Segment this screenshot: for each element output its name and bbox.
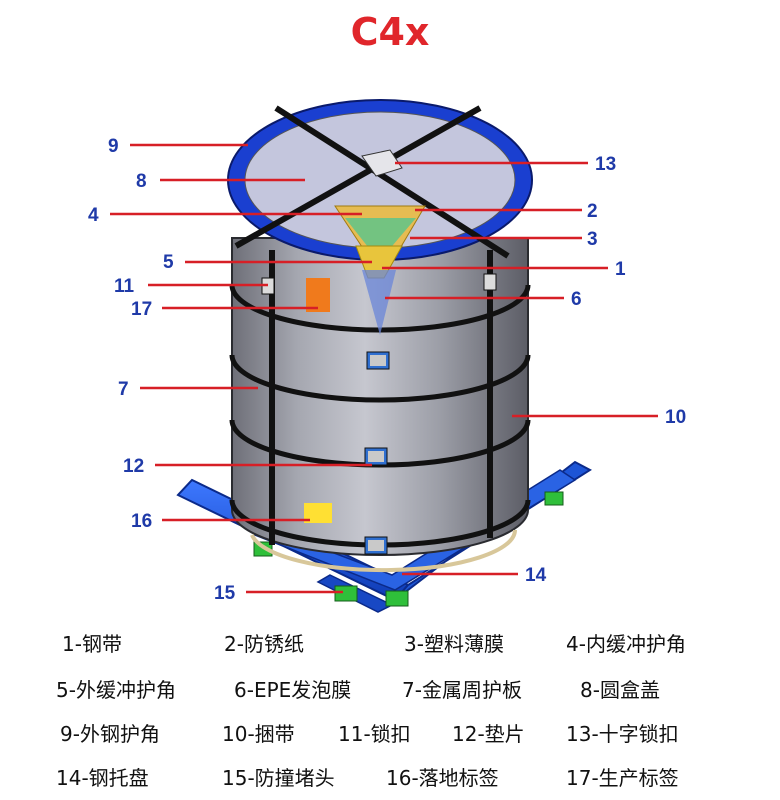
legend-item: 11-锁扣 <box>338 722 411 746</box>
production-label <box>306 278 330 312</box>
legend-item: 10-捆带 <box>222 722 295 746</box>
callout-17: 17 <box>131 299 152 320</box>
legend-item: 7-金属周护板 <box>402 678 522 702</box>
callout-14: 14 <box>525 565 547 586</box>
legend-item: 17-生产标签 <box>566 766 679 790</box>
legend-item: 13-十字锁扣 <box>566 722 679 746</box>
callout-10: 10 <box>665 407 686 428</box>
legend-item: 16-落地标签 <box>386 766 499 790</box>
callout-numbers: 9 8 4 5 11 17 7 12 16 15 13 2 3 1 6 10 1… <box>88 136 686 604</box>
callout-12: 12 <box>123 456 144 477</box>
legend-item: 12-垫片 <box>452 722 525 746</box>
callout-8: 8 <box>136 171 147 192</box>
callout-2: 2 <box>587 201 598 222</box>
legend-item: 14-钢托盘 <box>56 766 149 790</box>
legend-item: 4-内缓冲护角 <box>566 632 686 656</box>
callout-5: 5 <box>163 252 174 273</box>
callout-15: 15 <box>214 583 236 604</box>
callout-4: 4 <box>88 205 99 226</box>
legend-item: 1-钢带 <box>62 632 122 656</box>
diagram-title: C4x <box>350 10 430 54</box>
leader-lines <box>110 143 658 594</box>
floor-label <box>304 503 332 523</box>
callout-9: 9 <box>108 136 119 157</box>
callout-13: 13 <box>595 154 616 175</box>
legend-item: 5-外缓冲护角 <box>56 678 176 702</box>
legend-item: 15-防撞堵头 <box>222 766 335 790</box>
callout-11: 11 <box>114 276 135 297</box>
callout-16: 16 <box>131 511 152 532</box>
legend-item: 8-圆盒盖 <box>580 678 660 702</box>
legend-item: 6-EPE发泡膜 <box>234 678 352 702</box>
callout-6: 6 <box>571 289 582 310</box>
legend-item: 2-防锈纸 <box>224 632 304 656</box>
callout-1: 1 <box>615 259 626 280</box>
legend-item: 9-外钢护角 <box>60 722 160 746</box>
callout-7: 7 <box>118 379 129 400</box>
callout-3: 3 <box>587 229 598 250</box>
cutaway-edge-protectors <box>334 205 426 335</box>
legend-item: 3-塑料薄膜 <box>404 632 504 656</box>
